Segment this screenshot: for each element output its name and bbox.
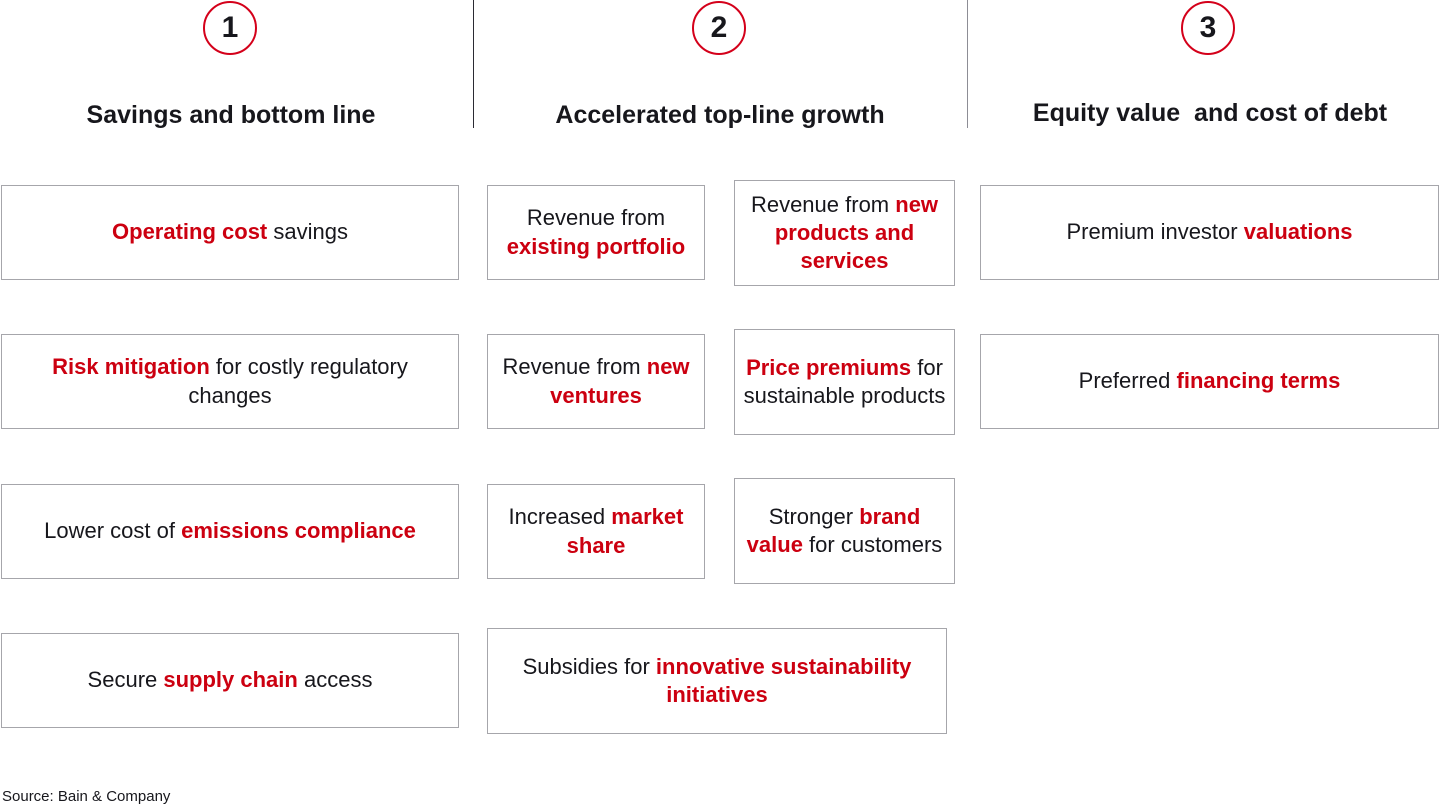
benefit-box-preferred-financing-terms[interactable]: Preferred financing terms <box>980 334 1439 429</box>
benefit-text: Stronger brand value for customers <box>746 503 943 557</box>
column-heading-3: Equity value and cost of debt <box>1032 99 1388 127</box>
benefit-text: Revenue from existing portfolio <box>506 205 686 259</box>
benefit-text: Risk mitigation for costly regulatory ch… <box>52 354 408 408</box>
column-divider-1 <box>473 0 474 128</box>
benefit-text: Increased market share <box>508 504 684 558</box>
benefit-text: Secure supply chain access <box>87 667 373 693</box>
benefit-text: Lower cost of emissions compliance <box>44 518 416 544</box>
column-heading-1: Savings and bottom line <box>86 101 376 129</box>
column-number-badge-2: 2 <box>692 1 746 55</box>
benefit-box-stronger-brand-value[interactable]: Stronger brand value for customers <box>734 478 955 584</box>
source-note: Source: Bain & Company <box>2 788 171 805</box>
column-number-badge-1: 1 <box>203 1 257 55</box>
benefit-text: Premium investor valuations <box>1066 219 1353 245</box>
benefit-box-risk-mitigation[interactable]: Risk mitigation for costly regulatory ch… <box>1 334 459 429</box>
benefit-box-lower-cost-emissions[interactable]: Lower cost of emissions compliance <box>1 484 459 579</box>
benefit-box-premium-investor-valuations[interactable]: Premium investor valuations <box>980 185 1439 280</box>
benefit-text: Operating cost savings <box>112 219 348 245</box>
column-heading-2: Accelerated top-line growth <box>555 101 885 129</box>
column-number-1: 1 <box>221 11 239 44</box>
benefit-box-secure-supply-chain[interactable]: Secure supply chain access <box>1 633 459 728</box>
benefit-box-revenue-existing-portfolio[interactable]: Revenue from existing portfolio <box>487 185 705 280</box>
column-number-2: 2 <box>710 11 728 44</box>
benefit-text: Preferred financing terms <box>1078 368 1341 394</box>
column-divider-2 <box>967 0 968 128</box>
benefit-box-price-premiums[interactable]: Price premiums for sustainable products <box>734 329 955 435</box>
benefit-box-revenue-new-ventures[interactable]: Revenue from new ventures <box>487 334 705 429</box>
benefit-box-savings-operating-cost[interactable]: Operating cost savings <box>1 185 459 280</box>
benefit-text: Revenue from new ventures <box>502 354 690 408</box>
column-number-3: 3 <box>1199 11 1217 44</box>
benefit-box-revenue-new-products[interactable]: Revenue from new products and services <box>734 180 955 286</box>
benefit-text: Subsidies for innovative sustainability … <box>522 653 912 707</box>
benefit-text: Revenue from new products and services <box>750 191 939 274</box>
benefit-box-subsidies-innovative-sustainability[interactable]: Subsidies for innovative sustainability … <box>487 628 947 734</box>
benefit-text: Price premiums for sustainable products <box>743 354 946 408</box>
column-number-badge-3: 3 <box>1181 1 1235 55</box>
benefit-box-increased-market-share[interactable]: Increased market share <box>487 484 705 579</box>
